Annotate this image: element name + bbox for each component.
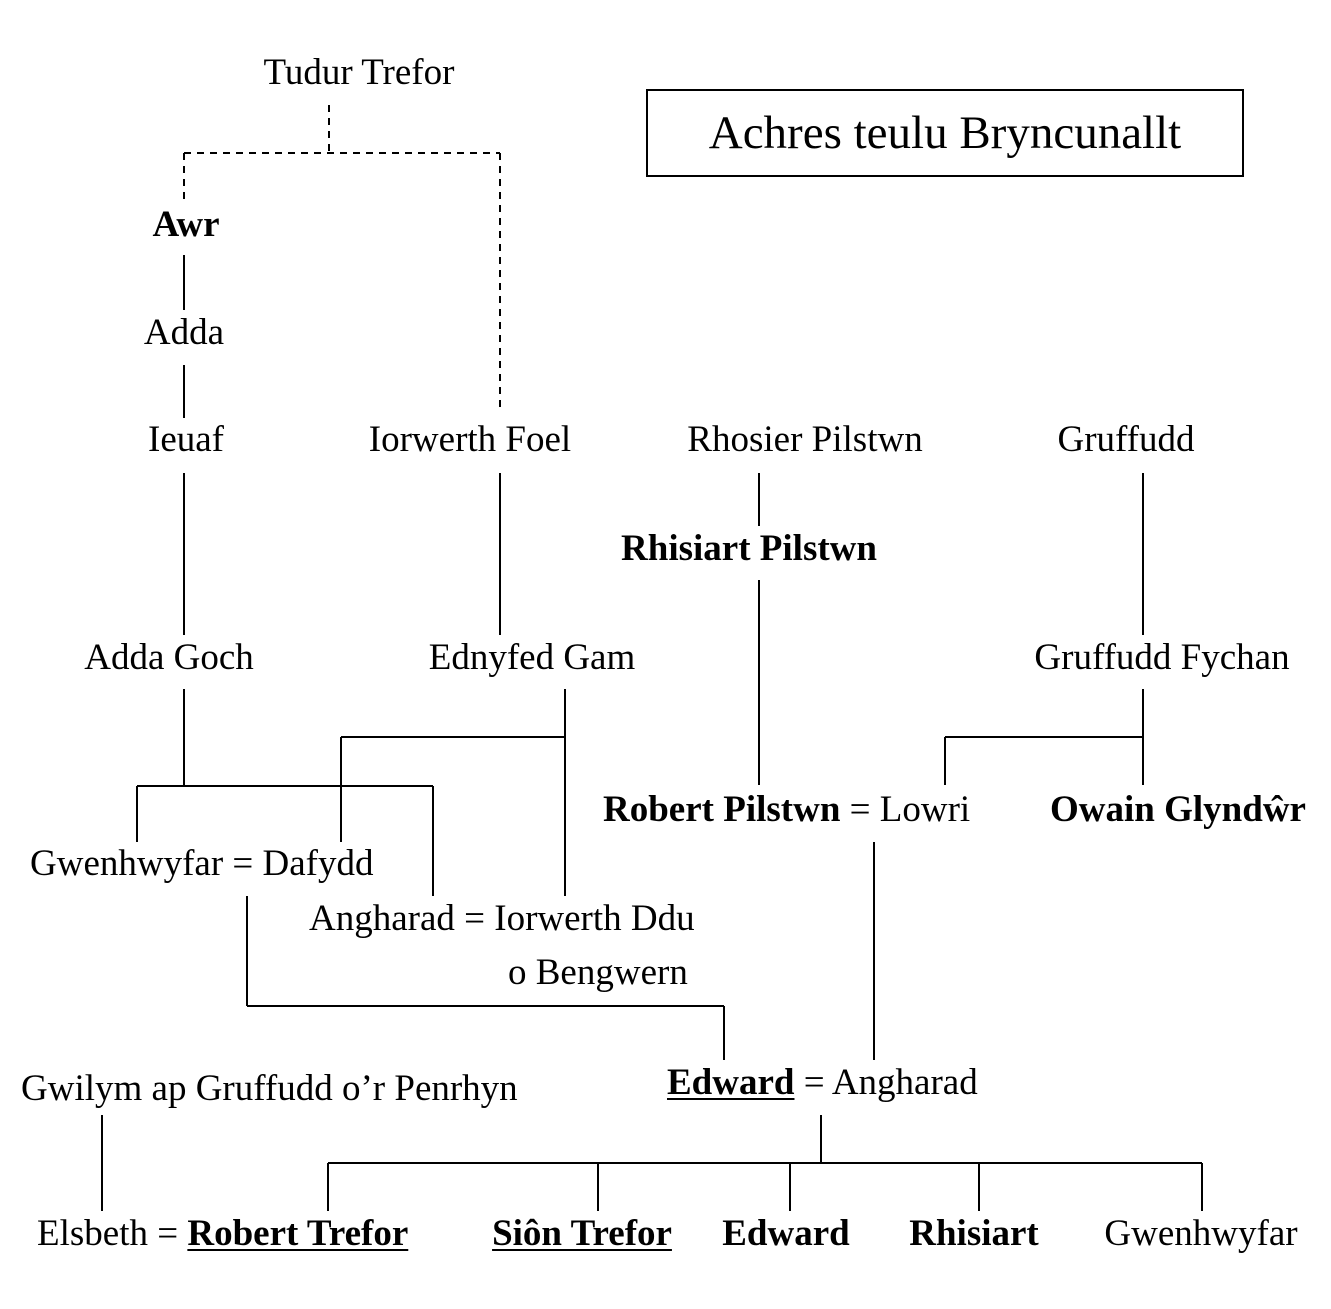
- person-angharad: Angharad: [309, 898, 455, 939]
- connector-addagoch-children: [136, 689, 434, 896]
- person-lowri: Lowri: [879, 789, 971, 830]
- marriage-sign: =: [232, 843, 254, 884]
- dashed-connector-tudur: [183, 105, 501, 410]
- person-gwenhwyfar: Gwenhwyfar: [30, 843, 224, 884]
- person-gwilym-ap-gruffudd: Gwilym ap Gruffudd o’r Penrhyn: [21, 1068, 518, 1109]
- person-rhisiart: Rhisiart: [909, 1213, 1039, 1254]
- person-ednyfed-gam: Ednyfed Gam: [428, 637, 636, 678]
- person-edward: Edward: [667, 1062, 795, 1103]
- iorwerth-ddu-place: o Bengwern: [508, 952, 688, 993]
- couple-robert-pilstwn-lowri: Robert Pilstwn = Lowri: [603, 791, 970, 828]
- diagram-title: Achres teulu Bryncunallt: [646, 89, 1244, 177]
- couple-angharad-iorwerth-ddu: Angharad = Iorwerth Ddu: [309, 900, 695, 937]
- person-edward-son: Edward: [722, 1213, 850, 1254]
- person-robert-pilstwn: Robert Pilstwn: [603, 789, 841, 830]
- person-rhosier-pilstwn: Rhosier Pilstwn: [687, 419, 923, 460]
- connector-ednyfed-children: [340, 689, 566, 896]
- person-adda: Adda: [143, 312, 225, 353]
- connector-gwenhwyfar-dafydd-edward: [246, 896, 725, 1060]
- person-rhisiart-pilstwn: Rhisiart Pilstwn: [621, 528, 877, 569]
- person-ieuaf: Ieuaf: [148, 419, 224, 460]
- marriage-sign: =: [849, 789, 871, 830]
- marriage-sign: =: [464, 898, 486, 939]
- person-gruffudd-fychan: Gruffudd Fychan: [1034, 637, 1290, 678]
- person-dafydd: Dafydd: [262, 843, 374, 884]
- person-iorwerth-ddu: Iorwerth Ddu: [494, 898, 695, 939]
- couple-elsbeth-robert-trefor: Elsbeth = Robert Trefor: [37, 1215, 408, 1252]
- couple-gwenhwyfar-dafydd: Gwenhwyfar = Dafydd: [30, 845, 374, 882]
- person-gruffudd: Gruffudd: [1057, 419, 1195, 460]
- person-adda-goch: Adda Goch: [84, 637, 254, 678]
- person-robert-trefor: Robert Trefor: [187, 1213, 409, 1254]
- person-tudur-trefor: Tudur Trefor: [263, 52, 455, 93]
- connector-edward-angharad-children: [327, 1115, 1203, 1211]
- marriage-sign: =: [157, 1213, 179, 1254]
- person-sion-trefor: Siôn Trefor: [492, 1213, 672, 1254]
- connector-fychan-children: [944, 689, 1144, 785]
- person-awr: Awr: [152, 204, 220, 245]
- person-gwenhwyfar-daughter: Gwenhwyfar: [1104, 1213, 1298, 1254]
- person-owain-glyndwr: Owain Glyndŵr: [1050, 789, 1306, 830]
- marriage-sign: =: [803, 1062, 825, 1103]
- person-iorwerth-foel: Iorwerth Foel: [368, 419, 572, 460]
- person-elsbeth: Elsbeth: [37, 1213, 148, 1254]
- person-angharad: Angharad: [831, 1062, 978, 1103]
- couple-edward-angharad: Edward = Angharad: [667, 1064, 978, 1101]
